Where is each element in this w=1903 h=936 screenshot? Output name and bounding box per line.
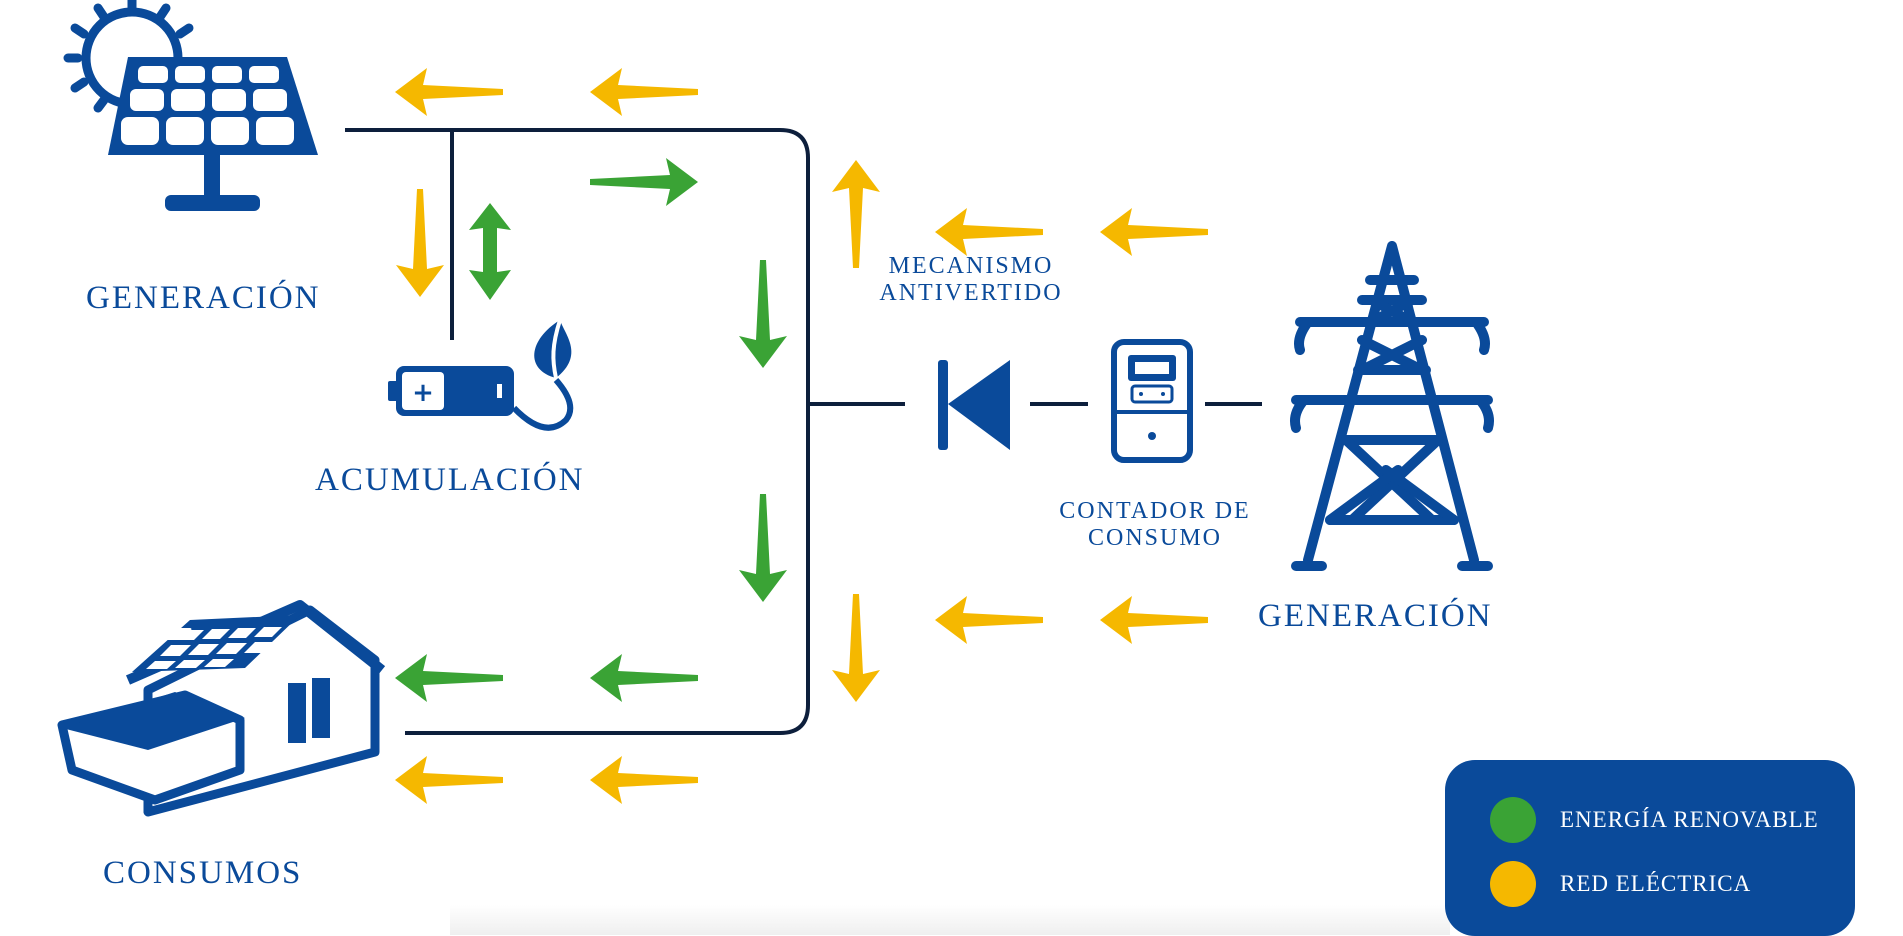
label-contador-line2: CONSUMO bbox=[1087, 525, 1223, 551]
house-icon bbox=[57, 600, 386, 817]
legend: ENERGÍA RENOVABLE RED ELÉCTRICA bbox=[1445, 760, 1855, 936]
arrow-green-left bbox=[395, 654, 503, 702]
legend-label-renovable: ENERGÍA RENOVABLE bbox=[1560, 807, 1819, 832]
arrow-yellow-down bbox=[396, 189, 444, 297]
arrow-yellow-left bbox=[395, 68, 503, 116]
arrow-yellow-left bbox=[935, 208, 1043, 256]
arrow-yellow-left bbox=[1100, 208, 1208, 256]
antivertido-diode-icon bbox=[938, 360, 1010, 450]
label-generacion-red: GENERACIÓN bbox=[1258, 598, 1493, 634]
label-mecanismo-antivertido: MECANISMO ANTIVERTIDO bbox=[876, 253, 1066, 307]
arrow-yellow-left bbox=[590, 68, 698, 116]
arrow-yellow-left bbox=[590, 756, 698, 804]
electric-tower-icon bbox=[1290, 241, 1494, 571]
arrow-yellow-left bbox=[935, 596, 1043, 644]
label-mecanismo-line2: ANTIVERTIDO bbox=[879, 280, 1063, 306]
arrow-yellow-left bbox=[395, 756, 503, 804]
legend-item-red: RED ELÉCTRICA bbox=[1490, 860, 1751, 908]
arrow-yellow-down bbox=[832, 594, 880, 702]
label-contador-consumo: CONTADOR DE CONSUMO bbox=[1040, 498, 1270, 552]
arrow-green-down bbox=[739, 260, 787, 368]
arrow-green-down bbox=[739, 494, 787, 602]
label-contador-line1: CONTADOR DE bbox=[1059, 498, 1251, 524]
arrow-yellow-left bbox=[1100, 596, 1208, 644]
svg-text:+: + bbox=[412, 378, 434, 408]
label-consumos: CONSUMOS bbox=[103, 855, 303, 891]
arrow-green-double bbox=[469, 203, 511, 300]
label-generacion-solar: GENERACIÓN bbox=[86, 280, 321, 316]
label-acumulacion: ACUMULACIÓN bbox=[315, 462, 585, 498]
arrow-green-right bbox=[590, 158, 698, 206]
label-mecanismo-line1: MECANISMO bbox=[888, 253, 1054, 279]
legend-item-renovable: ENERGÍA RENOVABLE bbox=[1490, 796, 1819, 844]
arrows bbox=[395, 68, 1208, 804]
yellow-dot-icon bbox=[1490, 861, 1536, 907]
meter-icon bbox=[1111, 339, 1193, 463]
bus-line bbox=[345, 128, 810, 735]
battery-icon: + bbox=[388, 319, 574, 431]
connection-lines bbox=[345, 128, 1262, 735]
arrow-green-left bbox=[590, 654, 698, 702]
legend-label-red: RED ELÉCTRICA bbox=[1560, 871, 1752, 896]
solar-panel-icon bbox=[63, 0, 318, 211]
arrow-yellow-up bbox=[832, 160, 880, 268]
green-dot-icon bbox=[1490, 797, 1536, 843]
